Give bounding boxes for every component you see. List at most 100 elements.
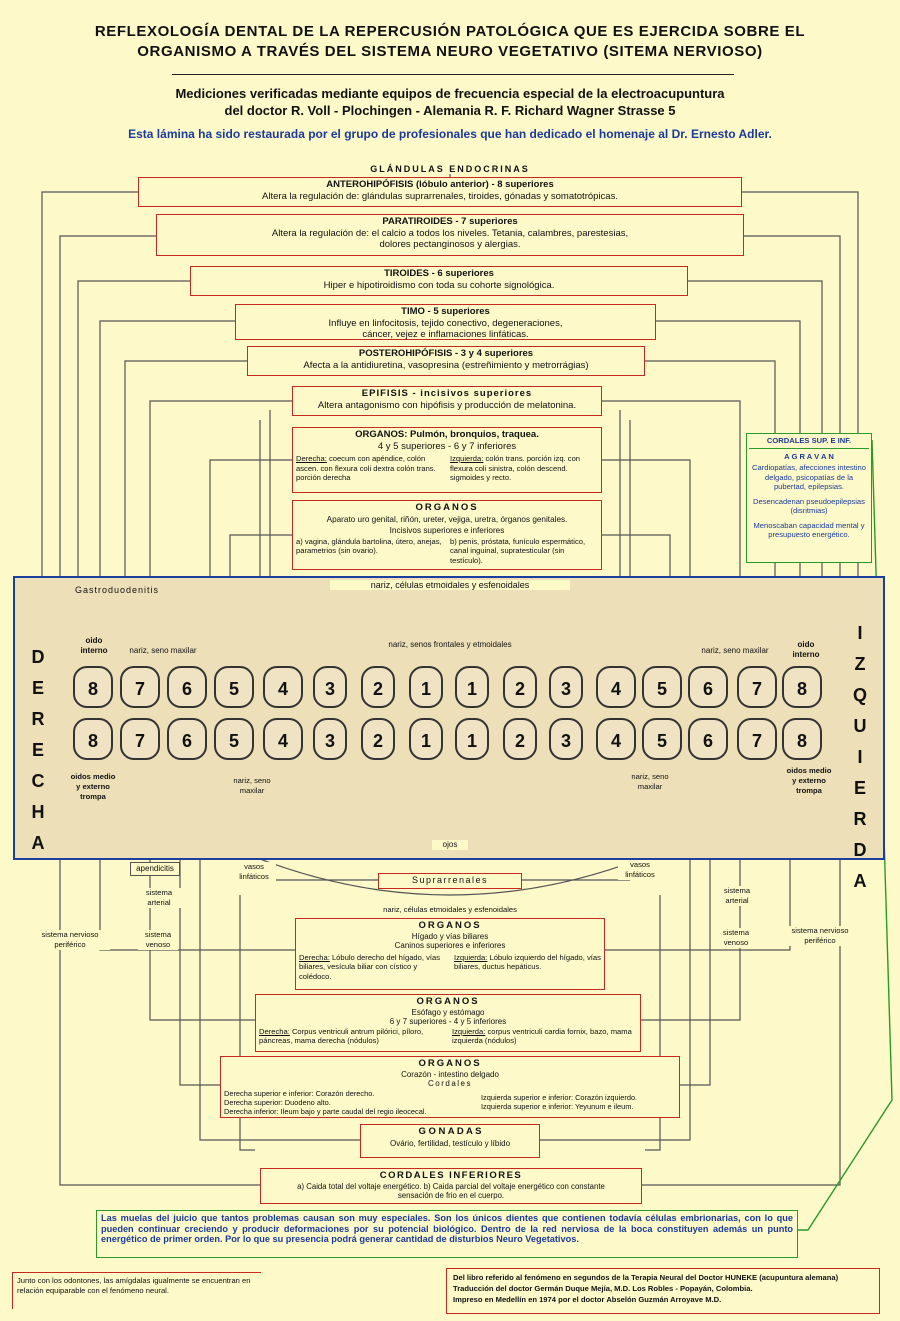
footer-right-3: Impreso en Medellín en 1974 por el docto… (453, 1295, 722, 1304)
organos2-sub: Incisivos superiores e inferiores (389, 526, 505, 535)
venoso-left: sistema venoso (138, 930, 178, 950)
org5-title: ORGANOS (418, 1058, 482, 1069)
organos1-right-text: colón trans. porción izq. con flexura co… (450, 454, 581, 482)
org3-title: ORGANOS (418, 920, 482, 931)
box-cordales-inferiores: CORDALES INFERIORES a) Caida total del v… (260, 1168, 642, 1204)
arterial-right: sistema arterial (712, 886, 762, 906)
box-epifisis: EPIFISIS - incisivos superiores Altera a… (292, 386, 602, 416)
nariz-etmoidales-lower: nariz, células etmoidales y esfenoidales (320, 905, 580, 915)
org5-sub2: Cordales (427, 1079, 472, 1088)
postero-title: POSTEROHIPÓFISIS - 3 y 4 superiores (358, 348, 534, 359)
box-organos-corazon: ORGANOS Corazón - intestino delgado Cord… (220, 1056, 680, 1118)
oidos-left: oidos medio y externo trompa (70, 772, 116, 801)
tooth-5: 5 (214, 718, 254, 760)
title-line-2: ORGANISMO A TRAVÉS DEL SISTEMA NEURO VEG… (137, 43, 763, 60)
apendicitis-label: apendicitis (130, 862, 180, 876)
org3-left-label: Derecha: (299, 952, 330, 962)
organos2-left: a) vagina, glándula bartolina, útero, an… (296, 536, 442, 556)
footer-left-text: Junto con los odontones, las amígdalas i… (17, 1276, 251, 1295)
side-letter: D (853, 840, 867, 860)
tooth-3: 3 (549, 666, 583, 708)
organos1-left-label: Derecha: (296, 454, 327, 463)
org5-right: Izquierda superior e inferior: Corazón i… (481, 1089, 676, 1116)
org5-left-2: Derecha superior: Duodeno alto. (224, 1097, 331, 1107)
tooth-5: 5 (214, 666, 254, 708)
tooth-3: 3 (549, 718, 583, 760)
box-posterohipofisis: POSTEROHIPÓFISIS - 3 y 4 superiores Afec… (247, 346, 645, 376)
gonadas-title: G O N A D A S (418, 1126, 482, 1137)
side-letter: U (853, 716, 867, 736)
tooth-5: 5 (642, 718, 682, 760)
parat-text-1: Altera la regulación de: el calcio a tod… (271, 227, 629, 239)
footer-right-2: Traducción del doctor Germán Duque Mejía… (453, 1284, 753, 1293)
subtitle: Mediciones verificadas mediante equipos … (60, 85, 840, 119)
nariz-frontales-label: nariz, senos frontales y etmoidales (388, 640, 512, 649)
nariz-etmoidales-label: nariz, células etmoidales y esfenoidales (330, 580, 570, 590)
tooth-4: 4 (263, 666, 303, 708)
gonadas-text: Ovário, fertilidad, testículo y líbido (389, 1138, 511, 1148)
gastroduodenitis-label: Gastroduodenitis (74, 585, 160, 595)
tooth-1: 1 (455, 666, 489, 708)
tiroides-title: TIROIDES - 6 superiores (384, 268, 494, 279)
box-organos-higado: ORGANOS Hígado y vías biliares Caninos s… (295, 918, 605, 990)
parat-text-2: dolores pectanginosos y alergias. (379, 239, 521, 250)
wisdom-teeth-note: Las muelas del juicio que tantos problem… (96, 1210, 798, 1258)
organos2-text: Aparato uro genital, riñón, ureter, veji… (326, 514, 568, 524)
tooth-1: 1 (409, 718, 443, 760)
org5-left: Derecha superior e inferior: Corazón der… (224, 1089, 473, 1116)
parat-title: PARATIROIDES - 7 superiores (382, 216, 518, 227)
side-letter: E (31, 678, 44, 698)
side-letter: R (853, 809, 867, 829)
restored-note: Esta lámina ha sido restaurada por el gr… (128, 127, 772, 141)
organos2-title: ORGANOS (415, 502, 479, 513)
subtitle-line-1: Mediciones verificadas mediante equipos … (175, 86, 725, 101)
org5-sub1: Corazón - intestino delgado (401, 1069, 499, 1079)
page-title: REFLEXOLOGÍA DENTAL DE LA REPERCUSIÓN PA… (20, 22, 880, 62)
tiroides-text: Hiper e hipotiroidismo con toda su cohor… (323, 279, 555, 291)
tooth-1: 1 (455, 718, 489, 760)
cordales-title: CORDALES SUP. E INF. (749, 436, 869, 449)
cordinf-text-2: sensación de frio en el cuerpo. (397, 1191, 505, 1200)
org3-left-text: Lóbulo derecho del hígado, vías biliares… (299, 952, 441, 981)
tooth-2: 2 (361, 718, 395, 760)
organos2-right: b) penis, próstata, funículo espermático… (450, 536, 586, 565)
oido-interno-left: oido interno (80, 636, 108, 655)
antero-text: Altera la regulación de: glándulas supra… (262, 190, 618, 202)
postero-text: Afecta a la antidiuretina, vasopresina (… (303, 359, 589, 371)
antero-title: ANTEROHIPÓFISIS (lóbulo anterior) - 8 su… (326, 179, 554, 190)
epifisis-text: Altera antagonismo con hipófisis y produ… (317, 399, 577, 411)
cordales-agravan: A G R A V A N (784, 451, 834, 461)
box-organos-urogenital: ORGANOS Aparato uro genital, riñón, uret… (292, 500, 602, 570)
vasos-right: vasos linfáticos (618, 860, 662, 880)
tooth-7: 7 (737, 718, 777, 760)
side-letter: I (857, 623, 863, 643)
side-letter: C (31, 771, 45, 791)
org5-right-2: Izquierda superior e inferior: Yeyunum e… (481, 1101, 634, 1111)
arterial-left: sistema arterial (134, 888, 184, 908)
nervioso-right: sistema nervioso periférico (780, 926, 860, 946)
side-letter: Z (854, 654, 866, 674)
org3-left: Derecha: Lóbulo derecho del hígado, vías… (299, 953, 446, 982)
org4-title: ORGANOS (416, 996, 480, 1007)
oido-interno-right: oido interno (792, 640, 820, 659)
tooth-7: 7 (737, 666, 777, 708)
suprarrenales-box: Suprarrenales (378, 873, 522, 889)
cordales-text-3: Menoscaban capacidad mental y presupuest… (753, 520, 865, 540)
tooth-4: 4 (596, 718, 636, 760)
organos1-title: ORGANOS: Pulmón, bronquios, traquea. (355, 429, 539, 440)
organos1-right: Izquierda: colón trans. porción izq. con… (450, 454, 598, 483)
org4-right: Izquierda: corpus ventriculi cardia forn… (452, 1027, 637, 1046)
tooth-7: 7 (120, 666, 160, 708)
tooth-7: 7 (120, 718, 160, 760)
tooth-8: 8 (782, 666, 822, 708)
timo-text-2: cáncer, vejez e inflamaciones linfáticas… (362, 329, 529, 340)
org4-sub2: 6 y 7 superiores - 4 y 5 inferiores (389, 1017, 507, 1026)
org5-left-3: Derecha inferior: Ileum bajo y parte cau… (224, 1106, 427, 1116)
box-organos-esofago: ORGANOS Esófago y estómago 6 y 7 superio… (255, 994, 641, 1052)
tooth-5: 5 (642, 666, 682, 708)
tooth-8: 8 (73, 718, 113, 760)
org4-sub1: Esófago y estómago (411, 1007, 485, 1017)
footer-right-box: Del libro referido al fenómeno en segund… (446, 1268, 880, 1314)
